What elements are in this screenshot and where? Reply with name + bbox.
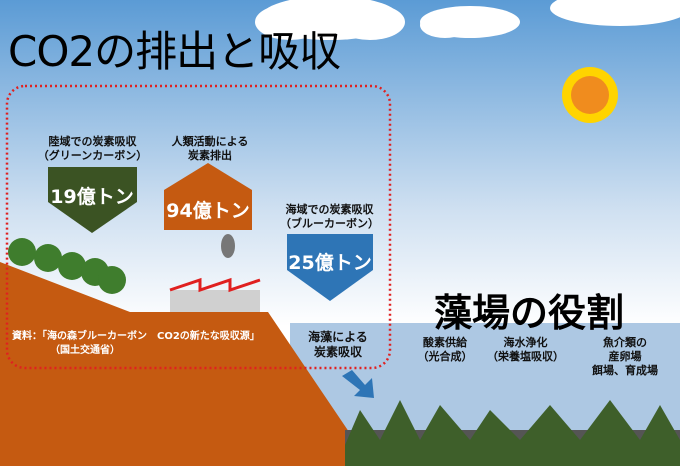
source-line2: （国土交通省） bbox=[50, 344, 120, 356]
role-item: 海水浄化 （栄養塩吸収） bbox=[483, 336, 568, 364]
role-item: 魚介類の 産卵場 餌場、育成場 bbox=[580, 336, 670, 377]
emission-arrow bbox=[164, 163, 252, 230]
role-item: 酸素供給 （光合成） bbox=[410, 336, 480, 364]
seaweed-label-line1: 海藻による bbox=[308, 330, 368, 344]
page-title: CO2の排出と吸収 bbox=[8, 27, 341, 76]
down-arrow-icon bbox=[342, 370, 374, 398]
role-line: （栄養塩吸収） bbox=[487, 349, 564, 363]
ocean-label-line2: （ブルーカーボン） bbox=[280, 216, 379, 230]
role-line: 酸素供給 bbox=[423, 336, 467, 349]
ocean-value: 25億トン bbox=[288, 252, 372, 274]
clouds bbox=[255, 0, 680, 40]
human-label-line1: 人類活動による bbox=[171, 135, 249, 148]
trees bbox=[8, 238, 126, 294]
land-value: 19億トン bbox=[50, 186, 134, 208]
ocean-absorb-arrow bbox=[287, 234, 373, 301]
factory-icon bbox=[169, 234, 261, 312]
human-label: 人類活動による 炭素排出 bbox=[160, 135, 260, 163]
source-line1: 資料：「海の森ブルーカーボン CO2の新たな吸収源」 bbox=[12, 331, 260, 342]
role-line: （光合成） bbox=[417, 349, 473, 363]
source-note: 資料：「海の森ブルーカーボン CO2の新たな吸収源」 （国土交通省） bbox=[12, 330, 260, 357]
roles-title: 藻場の役割 bbox=[434, 291, 625, 335]
role-line: 海水浄化 bbox=[503, 336, 548, 349]
land-label-line1: 陸域での炭素吸収 bbox=[48, 135, 137, 148]
role-line: 産卵場 bbox=[608, 349, 642, 363]
sun-icon bbox=[562, 67, 618, 123]
human-value: 94億トン bbox=[166, 200, 250, 222]
land-label: 陸域での炭素吸収 （グリーンカーボン） bbox=[30, 135, 155, 163]
human-label-line2: 炭素排出 bbox=[188, 148, 232, 162]
seaweed-label: 海藻による 炭素吸収 bbox=[298, 330, 378, 360]
role-line: 餌場、育成場 bbox=[592, 363, 658, 377]
ocean-label-line1: 海域での炭素吸収 bbox=[285, 203, 374, 216]
land-label-line2: （グリーンカーボン） bbox=[37, 148, 148, 162]
ocean-label: 海域での炭素吸収 （ブルーカーボン） bbox=[262, 203, 397, 231]
land-hill bbox=[0, 262, 372, 466]
seabed-plants bbox=[345, 400, 680, 466]
land-absorb-arrow bbox=[48, 167, 137, 233]
role-line: 魚介類の bbox=[603, 336, 647, 349]
seaweed-label-line2: 炭素吸収 bbox=[313, 345, 362, 359]
